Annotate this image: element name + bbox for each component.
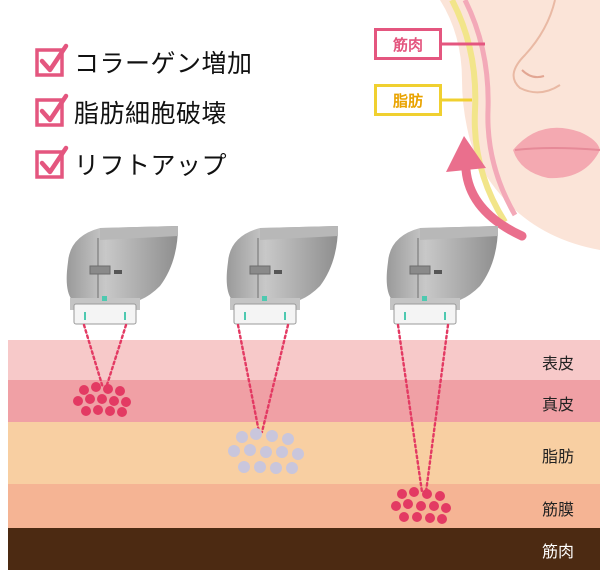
benefit-label: 脂肪細胞破壊	[74, 99, 228, 128]
face-illustration	[440, 0, 600, 250]
layer-label-muscle: 筋肉	[541, 542, 574, 561]
skin-layers	[8, 340, 600, 570]
checkbox-checked-icon	[35, 43, 69, 77]
checkbox-checked-icon	[35, 145, 69, 179]
benefit-fat-cell: 脂肪細胞破壊	[36, 92, 227, 132]
layer-label-fascia: 筋膜	[541, 500, 574, 519]
hifu-device	[66, 226, 178, 325]
layer-label-fat: 脂肪	[541, 447, 574, 466]
layer-epidermis	[8, 340, 600, 380]
benefit-collagen: コラーゲン増加	[36, 42, 253, 82]
layer-fat	[8, 422, 600, 484]
fat-layer-line	[449, 0, 508, 224]
focal-dots-dermis	[73, 382, 131, 417]
muscle-layer-line	[462, 0, 518, 217]
benefit-lift-up: リフトアップ	[36, 144, 227, 184]
face-skin	[440, 0, 600, 250]
lip-line	[514, 147, 600, 151]
nostril	[521, 69, 545, 79]
curved-lift-arrow-icon	[446, 136, 527, 241]
hifu-device	[226, 226, 338, 325]
fat-label: 脂肪	[374, 84, 442, 116]
focus-beams	[82, 323, 450, 494]
focal-dots-fat	[228, 428, 304, 474]
benefit-label: リフトアップ	[74, 151, 228, 180]
nose-outline	[512, 0, 561, 94]
hifu-device	[386, 226, 498, 325]
benefit-label: コラーゲン増加	[74, 49, 253, 78]
muscle-label: 筋肉	[374, 28, 442, 60]
layer-label-epidermis: 表皮	[541, 354, 574, 373]
layer-muscle	[8, 528, 600, 570]
lips	[513, 127, 600, 179]
layer-fascia	[8, 484, 600, 528]
checkbox-checked-icon	[35, 93, 69, 127]
layer-label-dermis: 真皮	[541, 395, 574, 414]
focal-dots-fascia	[391, 487, 451, 524]
